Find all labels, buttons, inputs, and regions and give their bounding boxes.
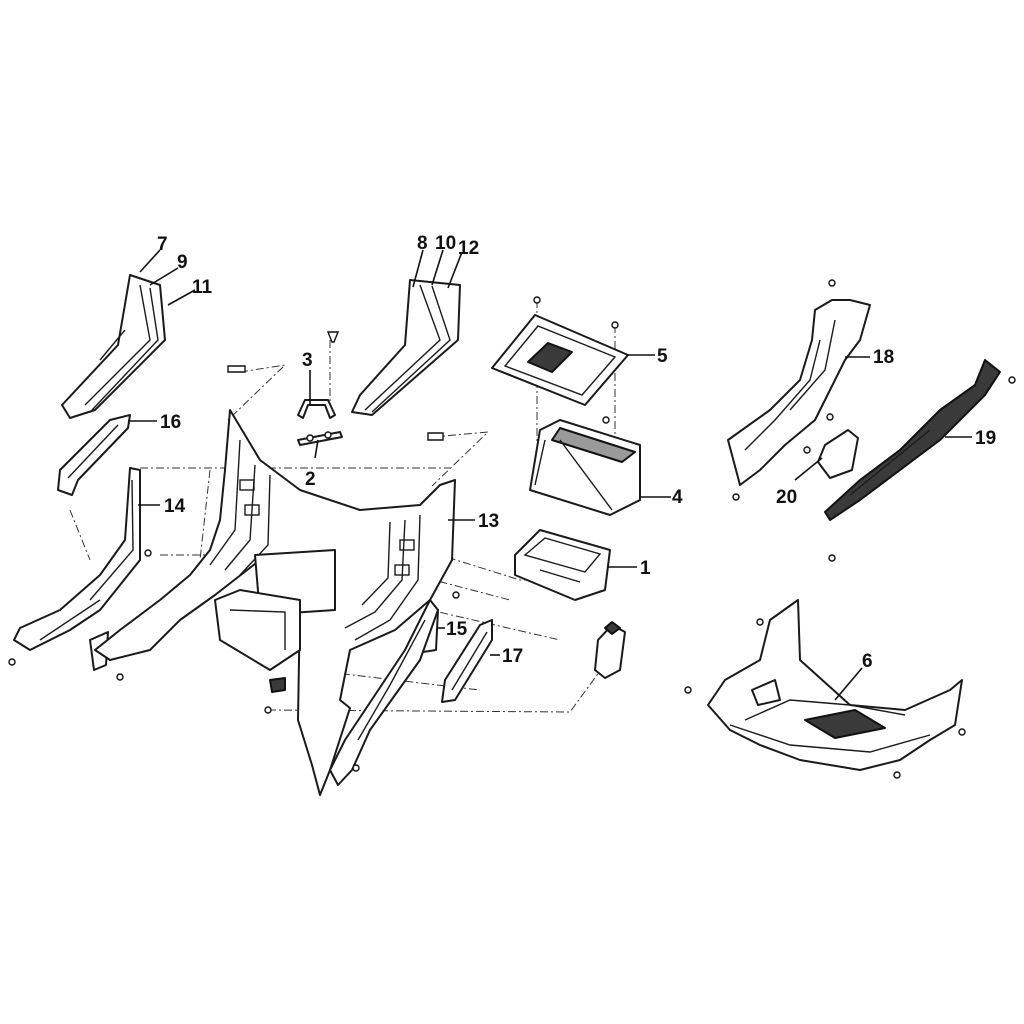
callout-10: 10 (435, 233, 456, 254)
callout-14: 14 (164, 496, 186, 517)
callout-4: 4 (672, 487, 683, 508)
callout-11: 11 (192, 277, 213, 298)
callout-12: 12 (458, 238, 479, 259)
right-floor-trim-part-19 (824, 359, 1016, 521)
callout-7: 7 (157, 234, 168, 255)
bracket-part-3 (297, 399, 336, 419)
callout-1: 1 (640, 558, 651, 579)
callout-9: 9 (177, 252, 188, 273)
small-bracket-part-2 (297, 431, 343, 446)
callout-20: 20 (776, 487, 797, 508)
right-lower-frame (329, 599, 439, 786)
right-side-panel-part-18 (727, 279, 871, 486)
glovebox-lid-part-5 (491, 296, 629, 406)
bracket-part-20 (803, 429, 859, 479)
callout-2: 2 (305, 469, 316, 490)
callout-18: 18 (873, 347, 894, 368)
left-side-rail-part-7-9-11 (61, 274, 166, 419)
callout-13: 13 (478, 511, 499, 532)
callout-5: 5 (657, 346, 668, 367)
storage-tray-part-1 (514, 529, 611, 601)
callout-labels: 7 9 11 8 10 12 3 2 5 4 1 13 14 16 15 17 … (157, 233, 996, 672)
callout-3: 3 (302, 350, 313, 371)
callout-15: 15 (446, 619, 468, 640)
callout-19: 19 (975, 428, 996, 449)
inner-box-part-4 (529, 416, 641, 516)
callout-16: 16 (160, 412, 181, 433)
leader-lines (128, 249, 972, 701)
under-cover-part-6 (684, 599, 966, 779)
screws (8, 331, 836, 772)
callout-17: 17 (502, 646, 523, 667)
callout-8: 8 (417, 233, 428, 254)
small-module (594, 621, 626, 679)
main-floor-panel-part-13 (94, 409, 456, 796)
right-step-trim-part-17 (441, 619, 493, 703)
left-step-trim-part-16 (57, 414, 131, 496)
callout-6: 6 (862, 651, 873, 672)
right-side-rail-part-8-10-12 (351, 279, 461, 416)
